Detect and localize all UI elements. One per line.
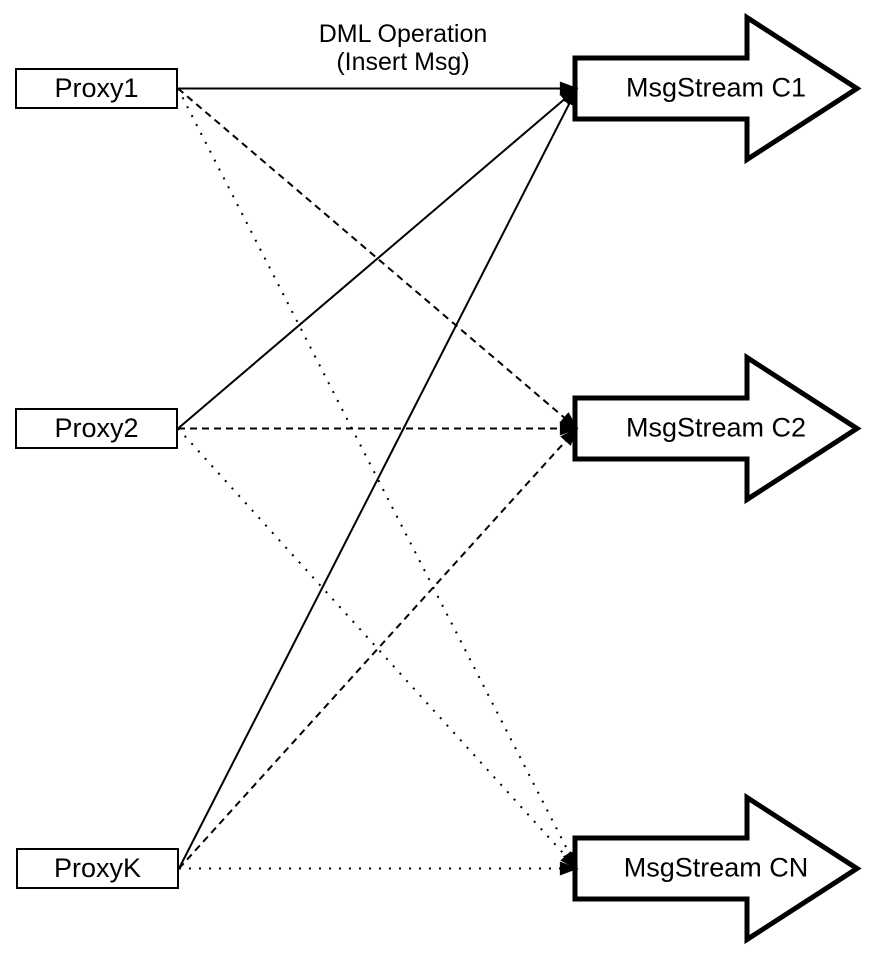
proxy2-node: Proxy2: [15, 408, 178, 449]
edge-proxyk-to-c2: [178, 427, 579, 870]
edges-group: [177, 81, 579, 876]
msgstream-c2-label: MsgStream C2: [625, 412, 807, 443]
edge-proxyk-to-c1: [178, 87, 578, 869]
edge-proxy1-to-c2: [177, 87, 579, 430]
title-line-1: DML Operation: [318, 20, 488, 48]
msgstream-cn-label: MsgStream CN: [623, 852, 809, 883]
msgstream-c2-arrow-shape: [572, 352, 862, 505]
msgstream-c1-label: MsgStream C1: [625, 72, 807, 103]
msgstream-arrows-group: [572, 12, 862, 945]
proxyk-node: ProxyK: [16, 848, 179, 889]
proxy1-node: Proxy1: [15, 68, 178, 109]
proxy2-label: Proxy2: [54, 413, 139, 443]
edge-proxy1-to-cn: [177, 88, 578, 870]
proxy1-label: Proxy1: [54, 73, 139, 103]
edge-proxy2-to-c1: [177, 87, 579, 430]
msgstream-c1-arrow-shape: [572, 12, 862, 165]
diagram-title: DML Operation (Insert Msg): [319, 20, 488, 76]
proxyk-label: ProxyK: [53, 853, 142, 883]
msgstream-cn-arrow-shape: [572, 792, 862, 945]
title-line-2: (Insert Msg): [336, 48, 470, 76]
